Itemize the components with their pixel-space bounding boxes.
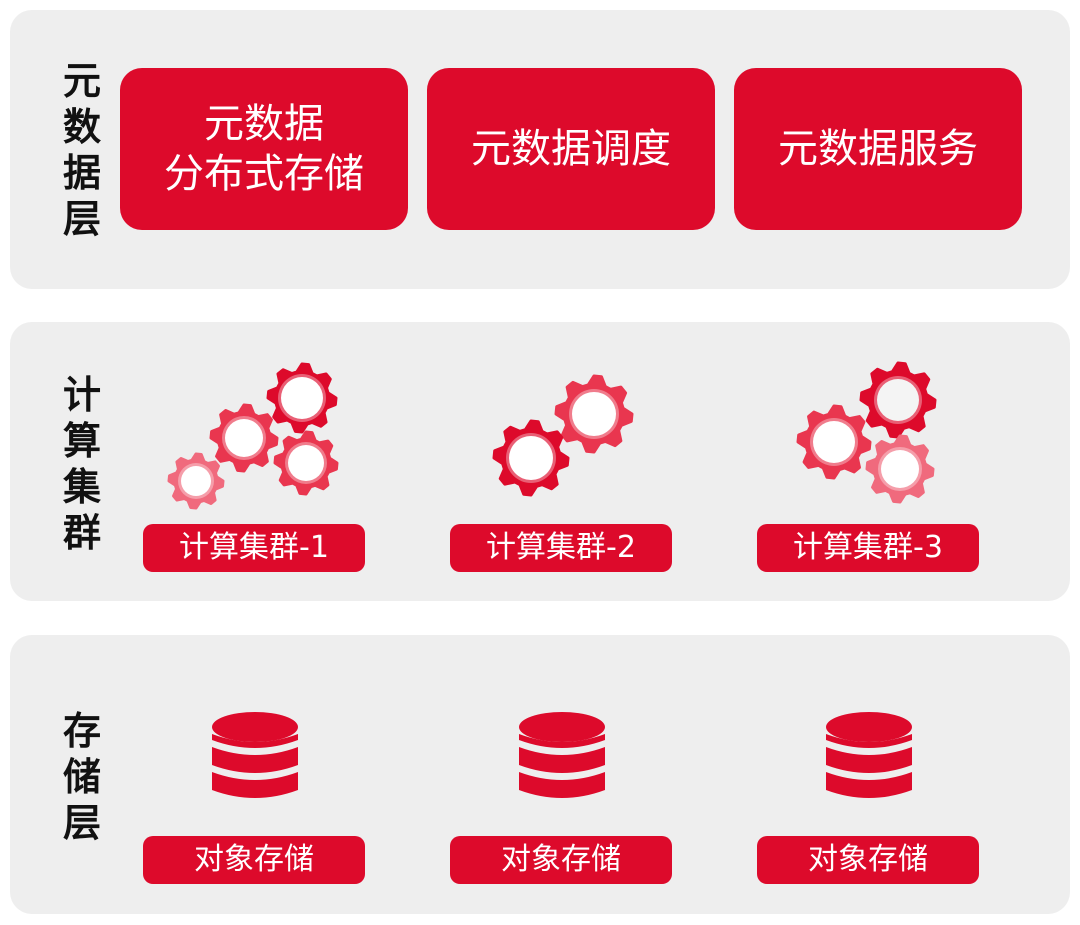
metadata-layer-panel: 元数据层 元数据 分布式存储 元数据调度 元数据服务 [10,10,1070,289]
gear-icon [554,374,634,454]
gear-icon [796,404,872,480]
gear-icon [209,403,279,473]
object-storage-2-label[interactable]: 对象存储 [450,836,672,884]
gear-icon [492,419,570,497]
storage-layer-panel: 存储层 对象存储 对象存储 对象存储 [10,635,1070,914]
metadata-layer-label: 元数据层 [62,59,101,241]
storage-layer-label: 存储层 [62,709,101,845]
compute-cluster-1-label[interactable]: 计算集群-1 [143,524,365,572]
metadata-scheduling-box[interactable]: 元数据调度 [427,68,715,230]
gear-icon [273,430,339,496]
compute-layer-panel: 计算集群 计算集群-1 计算集群-2 计算集群-3 [10,322,1070,601]
gear-icon [167,452,225,510]
compute-cluster-3-label[interactable]: 计算集群-3 [757,524,979,572]
object-storage-1-label[interactable]: 对象存储 [143,836,365,884]
database-icon [826,712,912,798]
metadata-distributed-storage-box[interactable]: 元数据 分布式存储 [120,68,408,230]
metadata-service-box[interactable]: 元数据服务 [734,68,1022,230]
gear-icon [859,361,937,439]
database-icon [519,712,605,798]
compute-layer-label: 计算集群 [62,373,101,555]
compute-cluster-2-label[interactable]: 计算集群-2 [450,524,672,572]
gears-cluster-1 [167,361,937,510]
object-storage-3-label[interactable]: 对象存储 [757,836,979,884]
database-icon [212,712,298,798]
gear-icon [266,362,338,434]
gear-icon [865,434,935,504]
